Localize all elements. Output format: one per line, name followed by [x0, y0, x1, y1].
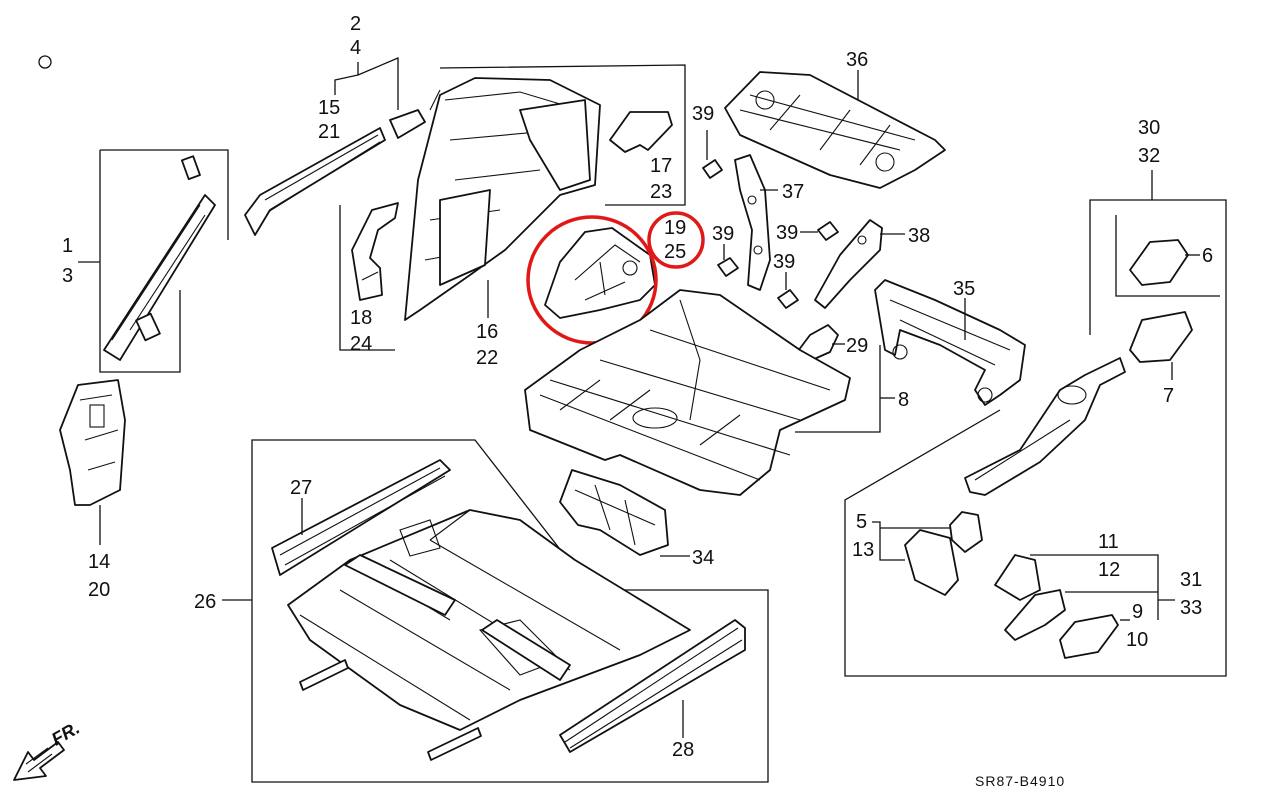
callout-6: 6	[1202, 245, 1213, 267]
callout-26: 26	[194, 591, 216, 613]
callout-23: 23	[650, 181, 672, 203]
part-front-floor-pan[interactable]	[287, 509, 691, 731]
callout-31: 31	[1180, 569, 1202, 591]
front-direction-arrow	[13, 741, 65, 781]
callout-13: 13	[852, 539, 874, 561]
part-side-sill-right[interactable]	[559, 619, 746, 753]
callout-18: 18	[350, 307, 372, 329]
part-floor-crossmember-lower[interactable]	[559, 469, 669, 556]
part-floor-rail-a[interactable]	[299, 659, 349, 691]
part-rear-crossmember[interactable]	[874, 279, 1026, 406]
highlight-ring-callout	[647, 211, 705, 269]
callout-20: 20	[88, 579, 110, 601]
part-rear-inner-panel[interactable]	[404, 77, 601, 321]
callout-15: 15	[318, 97, 340, 119]
callout-34: 34	[692, 547, 714, 569]
callout-9: 9	[1132, 601, 1143, 623]
callout-24: 24	[350, 333, 372, 355]
callout-7: 7	[1163, 385, 1174, 407]
bolt-4[interactable]	[777, 289, 799, 309]
part-bracket-5[interactable]	[949, 511, 983, 553]
callout-33: 33	[1180, 597, 1202, 619]
bolt-3[interactable]	[817, 221, 839, 241]
callout-35: 35	[953, 278, 975, 300]
part-floor-rail-b[interactable]	[427, 727, 482, 761]
part-side-sill-left[interactable]	[271, 459, 451, 576]
callout-17: 17	[650, 155, 672, 177]
corner-circle-mark	[38, 55, 52, 69]
part-rear-floor-pan[interactable]	[524, 289, 851, 496]
part-rear-wheelhouse-highlighted[interactable]	[544, 227, 656, 319]
callout-29: 29	[846, 335, 868, 357]
callout-10: 10	[1126, 629, 1148, 651]
callout-3: 3	[62, 265, 73, 287]
part-bracket-9[interactable]	[1059, 614, 1119, 659]
callout-30: 30	[1138, 117, 1160, 139]
callout-16: 16	[476, 321, 498, 343]
part-rear-shelf[interactable]	[724, 71, 946, 189]
callout-12: 12	[1098, 559, 1120, 581]
diagram-code: SR87-B4910	[975, 773, 1065, 789]
callout-11: 11	[1098, 531, 1119, 553]
callout-38: 38	[908, 225, 930, 247]
callout-5: 5	[856, 511, 867, 533]
callout-25: 25	[664, 241, 686, 263]
callout-21: 21	[318, 121, 340, 143]
part-side-rail[interactable]	[99, 149, 229, 373]
part-rear-frame-rail[interactable]	[964, 357, 1126, 496]
callout-39-d: 39	[773, 251, 795, 273]
callout-39-a: 39	[692, 103, 714, 125]
part-bracket-6[interactable]	[1129, 239, 1189, 286]
bolt-2[interactable]	[717, 257, 739, 277]
callout-39-c: 39	[776, 222, 798, 244]
callout-37: 37	[782, 181, 804, 203]
part-upper-bracket[interactable]	[609, 111, 673, 153]
part-small-gusset[interactable]	[389, 109, 426, 139]
part-bracket-7[interactable]	[1129, 311, 1193, 363]
callout-1: 1	[62, 235, 73, 257]
part-rear-rail-extension[interactable]	[244, 127, 386, 236]
callout-4: 4	[350, 37, 361, 59]
part-bracket-11[interactable]	[994, 554, 1041, 601]
part-wheel-arch-bracket[interactable]	[351, 202, 399, 301]
part-vertical-bracket[interactable]	[734, 154, 771, 291]
part-diagonal-bracket[interactable]	[814, 219, 883, 309]
part-front-floor-crossmember[interactable]	[344, 554, 571, 681]
part-bracket-13[interactable]	[904, 529, 959, 596]
callout-8: 8	[898, 389, 909, 411]
bolt-1[interactable]	[702, 159, 723, 179]
callout-39-b: 39	[712, 223, 734, 245]
callout-27: 27	[290, 477, 312, 499]
callout-36: 36	[846, 49, 868, 71]
callout-14: 14	[88, 551, 110, 573]
part-a-pillar-lower[interactable]	[59, 379, 126, 506]
callout-32: 32	[1138, 145, 1160, 167]
callout-19: 19	[664, 217, 686, 239]
callout-28: 28	[672, 739, 694, 761]
callout-22: 22	[476, 347, 498, 369]
part-bracket-31[interactable]	[1004, 589, 1066, 641]
callout-2: 2	[350, 13, 361, 35]
